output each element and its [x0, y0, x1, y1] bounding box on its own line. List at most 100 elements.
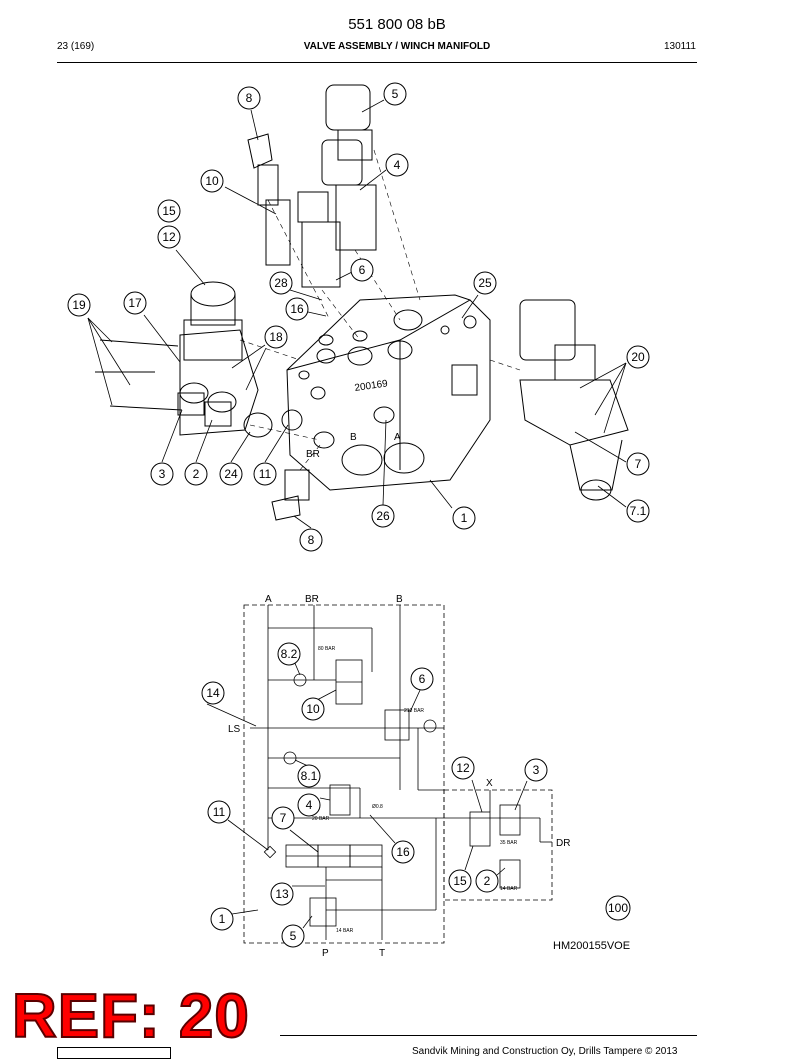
port-p-label: P	[322, 948, 329, 959]
callout-6-top: 6	[350, 258, 374, 282]
svg-text:16: 16	[290, 302, 304, 316]
svg-text:12: 12	[162, 230, 176, 244]
drawing-id: HM200155VOE	[553, 940, 630, 952]
callout-100: 100	[605, 895, 631, 921]
callout-12: 12	[451, 756, 475, 780]
callout-5-top: 5	[383, 82, 407, 106]
pressure-35: 35 BAR	[500, 840, 518, 846]
callout-5: 5	[281, 924, 305, 948]
svg-text:2: 2	[484, 874, 491, 888]
callout-24-top: 24	[219, 462, 243, 486]
svg-text:12: 12	[456, 761, 470, 775]
hydraulic-schematic	[243, 604, 553, 944]
callout-7: 7	[271, 806, 295, 830]
svg-text:5: 5	[392, 87, 399, 101]
pressure-20: 20 BAR	[312, 816, 330, 822]
callout-4: 4	[297, 793, 321, 817]
port-b-label: B	[396, 594, 403, 605]
callout-15: 15	[448, 869, 472, 893]
pressure-14-a: 14 BAR	[500, 886, 518, 892]
svg-text:17: 17	[128, 296, 142, 310]
callout-13: 13	[270, 882, 294, 906]
revision-date: 130111	[664, 41, 696, 52]
pressure-80: 80 BAR	[318, 646, 336, 652]
port-label-b: B	[350, 432, 357, 443]
svg-text:8.2: 8.2	[281, 647, 298, 661]
port-label-br: BR	[306, 449, 320, 460]
svg-text:18: 18	[269, 330, 283, 344]
callout-8-2: 8.2	[277, 642, 301, 666]
block-marking: 200169	[354, 378, 389, 394]
callout-3-top: 3	[150, 462, 174, 486]
port-x-label: X	[486, 778, 493, 789]
callout-18-top: 18	[264, 325, 288, 349]
callout-10-top: 10	[200, 169, 224, 193]
callout-8-bottom: 8	[299, 528, 323, 552]
svg-text:3: 3	[533, 763, 540, 777]
company-logo	[57, 1047, 171, 1059]
svg-text:15: 15	[453, 874, 467, 888]
callout-8-1: 8.1	[297, 764, 321, 788]
page-title: VALVE ASSEMBLY / WINCH MANIFOLD	[303, 41, 491, 52]
callout-2: 2	[475, 869, 499, 893]
svg-text:10: 10	[306, 702, 320, 716]
callout-15-top: 15	[157, 199, 181, 223]
callout-7-1-top: 7.1	[626, 499, 650, 523]
svg-text:14: 14	[206, 686, 220, 700]
svg-text:11: 11	[259, 467, 272, 481]
svg-text:15: 15	[162, 204, 176, 218]
document-number: 551 800 08 bB	[348, 16, 446, 33]
svg-text:100: 100	[608, 901, 628, 915]
svg-text:10: 10	[205, 174, 219, 188]
header-rule	[57, 62, 697, 63]
callout-10: 10	[301, 697, 325, 721]
footer-copyright: Sandvik Mining and Construction Oy, Dril…	[412, 1046, 678, 1057]
port-t-label: T	[379, 948, 385, 959]
callout-6: 6	[410, 667, 434, 691]
svg-text:16: 16	[396, 845, 410, 859]
callout-25-top: 25	[473, 271, 497, 295]
port-a-label: A	[265, 594, 272, 605]
callout-19-top: 19	[67, 293, 91, 317]
callout-8-top: 8	[237, 86, 261, 110]
reference-stamp: REF: 20	[11, 982, 250, 1051]
svg-text:6: 6	[419, 672, 426, 686]
callout-28-top: 28	[269, 271, 293, 295]
port-br-label: BR	[305, 594, 319, 605]
svg-text:20: 20	[631, 350, 645, 364]
svg-text:3: 3	[159, 467, 166, 481]
orifice-size: Ø0.8	[372, 804, 383, 810]
svg-text:6: 6	[359, 263, 366, 277]
port-ls-label: LS	[228, 724, 241, 735]
callout-16-top: 16	[285, 297, 309, 321]
footer-rule	[280, 1035, 697, 1036]
svg-text:19: 19	[72, 298, 86, 312]
svg-text:25: 25	[478, 276, 492, 290]
page-number: 23 (169)	[57, 41, 95, 52]
callout-20-top: 20	[626, 345, 650, 369]
callout-11: 11	[207, 800, 231, 824]
svg-text:26: 26	[376, 509, 390, 523]
callout-16: 16	[391, 840, 415, 864]
svg-text:24: 24	[224, 467, 238, 481]
svg-text:4: 4	[394, 158, 401, 172]
callout-1-top: 1	[452, 506, 476, 530]
port-dr-label: DR	[556, 838, 570, 849]
svg-text:1: 1	[461, 511, 468, 525]
svg-text:13: 13	[275, 887, 289, 901]
svg-text:11: 11	[213, 805, 226, 819]
callout-14: 14	[201, 681, 225, 705]
svg-text:5: 5	[290, 929, 297, 943]
pressure-14-b: 14 BAR	[336, 928, 354, 934]
pressure-210: 210 BAR	[404, 708, 424, 714]
callout-12-top: 12	[157, 225, 181, 249]
manifold-block	[286, 299, 491, 491]
callout-1: 1	[210, 907, 234, 931]
svg-text:4: 4	[306, 798, 313, 812]
callout-4-top: 4	[385, 153, 409, 177]
port-label-a: A	[394, 432, 401, 443]
callout-2-top: 2	[184, 462, 208, 486]
callout-7-top: 7	[626, 452, 650, 476]
callout-26-top: 26	[371, 504, 395, 528]
